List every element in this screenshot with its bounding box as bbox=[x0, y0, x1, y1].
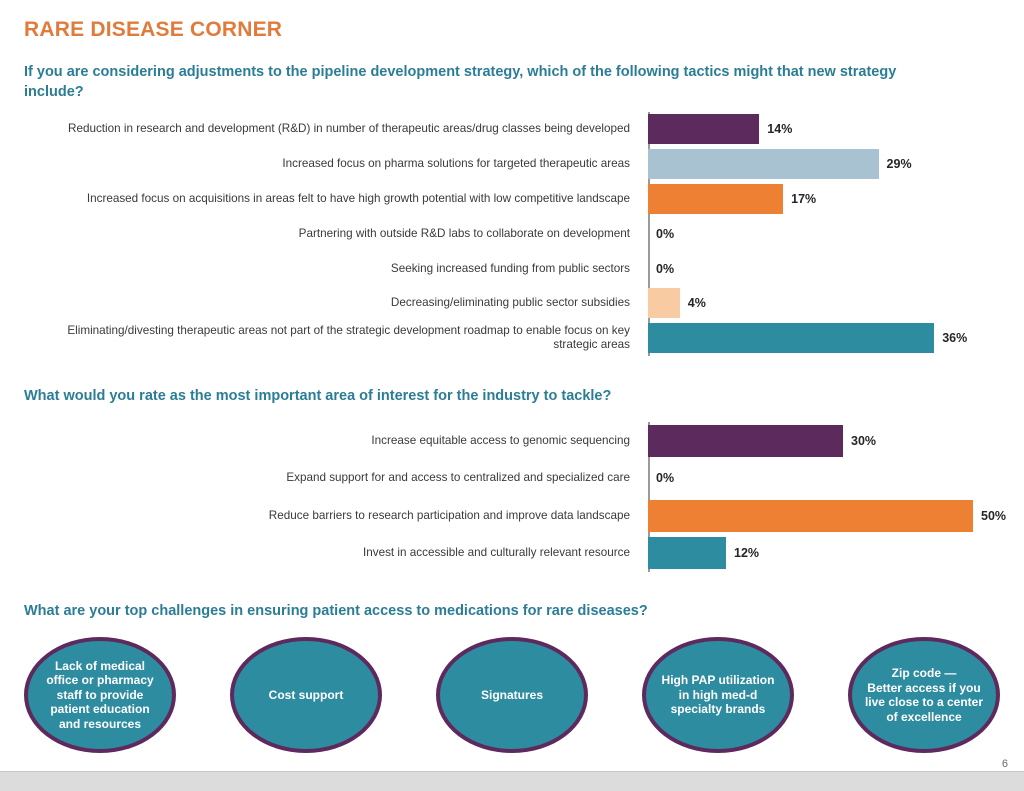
challenge-ellipse-label: Cost support bbox=[268, 687, 344, 702]
chart-row: Reduction in research and development (R… bbox=[24, 112, 1000, 147]
chart-bar-value-label: 29% bbox=[886, 157, 912, 172]
challenge-ellipse-label: Lack of medical office or pharmacy staff… bbox=[46, 658, 154, 731]
chart-row: Increased focus on pharma solutions for … bbox=[24, 147, 1000, 182]
bar-chart-area-of-interest: Increase equitable access to genomic seq… bbox=[24, 422, 1006, 573]
chart-bar-value-label: 12% bbox=[734, 546, 760, 561]
chart-bar-area: 29% bbox=[648, 147, 1000, 182]
challenge-ellipse[interactable]: High PAP utilization in high med-d speci… bbox=[642, 637, 794, 753]
chart-bar-area: 0% bbox=[648, 460, 1000, 498]
chart-category-label: Partnering with outside R&D labs to coll… bbox=[298, 226, 630, 240]
challenge-ellipse-label: High PAP utilization in high med-d speci… bbox=[661, 673, 775, 717]
chart-bar bbox=[648, 537, 726, 570]
chart-axis-line bbox=[648, 112, 650, 356]
chart-row: Eliminating/divesting therapeutic areas … bbox=[24, 321, 1000, 356]
chart-category-label: Increased focus on pharma solutions for … bbox=[282, 157, 630, 171]
bar-chart-pipeline-tactics: Reduction in research and development (R… bbox=[24, 112, 1000, 356]
chart-category-label: Increased focus on acquisitions in areas… bbox=[86, 191, 630, 205]
challenge-ellipse-label: Zip code — Better access if you live clo… bbox=[864, 666, 984, 724]
page-number: 6 bbox=[1001, 758, 1008, 770]
chart-category-label: Seeking increased funding from public se… bbox=[390, 261, 630, 275]
chart-axis-line bbox=[648, 422, 650, 572]
chart-bar-area: 0% bbox=[648, 251, 1000, 286]
chart-bar-value-label: 36% bbox=[942, 331, 968, 346]
chart-row: Increase equitable access to genomic seq… bbox=[24, 422, 1000, 460]
challenge-ellipse-row: Lack of medical office or pharmacy staff… bbox=[24, 634, 1000, 756]
chart-row: Decreasing/eliminating public sector sub… bbox=[24, 286, 1000, 321]
challenge-ellipse[interactable]: Signatures bbox=[436, 637, 588, 753]
chart-category-label: Invest in accessible and culturally rele… bbox=[363, 546, 630, 560]
question-3-heading: What are your top challenges in ensuring… bbox=[24, 603, 648, 619]
challenge-ellipse[interactable]: Cost support bbox=[230, 637, 382, 753]
chart-bar-value-label: 4% bbox=[687, 296, 706, 311]
chart-bar-area: 17% bbox=[648, 182, 1000, 217]
chart-bar-value-label: 0% bbox=[656, 471, 675, 486]
chart-bar-area: 50% bbox=[648, 497, 1006, 535]
chart-bar-value-label: 0% bbox=[656, 261, 675, 276]
chart-category-label: Reduce barriers to research participatio… bbox=[268, 508, 630, 522]
page-title: RARE DISEASE CORNER bbox=[24, 18, 283, 41]
chart-plot-area: Increase equitable access to genomic seq… bbox=[24, 422, 1006, 573]
chart-bar bbox=[648, 499, 973, 532]
chart-category-label: Increase equitable access to genomic seq… bbox=[371, 433, 630, 447]
chart-bar-value-label: 50% bbox=[981, 508, 1007, 523]
chart-row: Increased focus on acquisitions in areas… bbox=[24, 182, 1000, 217]
chart-bar-value-label: 0% bbox=[656, 226, 675, 241]
challenge-ellipse-label: Signatures bbox=[480, 687, 543, 702]
challenge-ellipse[interactable]: Lack of medical office or pharmacy staff… bbox=[24, 637, 176, 753]
chart-bar-area: 14% bbox=[648, 112, 1000, 147]
challenge-ellipse[interactable]: Zip code — Better access if you live clo… bbox=[848, 637, 1000, 753]
chart-bar-value-label: 14% bbox=[767, 122, 793, 137]
chart-bar bbox=[648, 183, 784, 214]
chart-bar bbox=[648, 323, 935, 354]
chart-bar-area: 30% bbox=[648, 422, 1000, 460]
chart-bar bbox=[648, 114, 760, 145]
chart-row: Reduce barriers to research participatio… bbox=[24, 497, 1006, 535]
chart-row: Partnering with outside R&D labs to coll… bbox=[24, 216, 1000, 251]
chart-bar bbox=[648, 149, 879, 180]
chart-bar-value-label: 30% bbox=[851, 433, 877, 448]
chart-bar-area: 12% bbox=[648, 535, 1000, 573]
chart-category-label: Expand support for and access to central… bbox=[286, 471, 630, 485]
chart-bar-area: 36% bbox=[648, 321, 1000, 356]
chart-category-label: Eliminating/divesting therapeutic areas … bbox=[67, 324, 630, 352]
chart-row: Expand support for and access to central… bbox=[24, 460, 1000, 498]
chart-bar-area: 0% bbox=[648, 216, 1000, 251]
chart-row: Invest in accessible and culturally rele… bbox=[24, 535, 1000, 573]
chart-row: Seeking increased funding from public se… bbox=[24, 251, 1000, 286]
chart-bar bbox=[648, 288, 680, 319]
footer-bar bbox=[0, 771, 1024, 791]
chart-category-label: Decreasing/eliminating public sector sub… bbox=[390, 296, 630, 310]
chart-bar bbox=[648, 424, 843, 457]
question-2-heading: What would you rate as the most importan… bbox=[24, 388, 612, 404]
chart-category-label: Reduction in research and development (R… bbox=[68, 122, 630, 136]
chart-bar-value-label: 17% bbox=[791, 191, 817, 206]
chart-plot-area: Reduction in research and development (R… bbox=[24, 112, 1000, 356]
chart-bar-area: 4% bbox=[648, 286, 1000, 321]
question-1-heading: If you are considering adjustments to th… bbox=[24, 64, 897, 100]
